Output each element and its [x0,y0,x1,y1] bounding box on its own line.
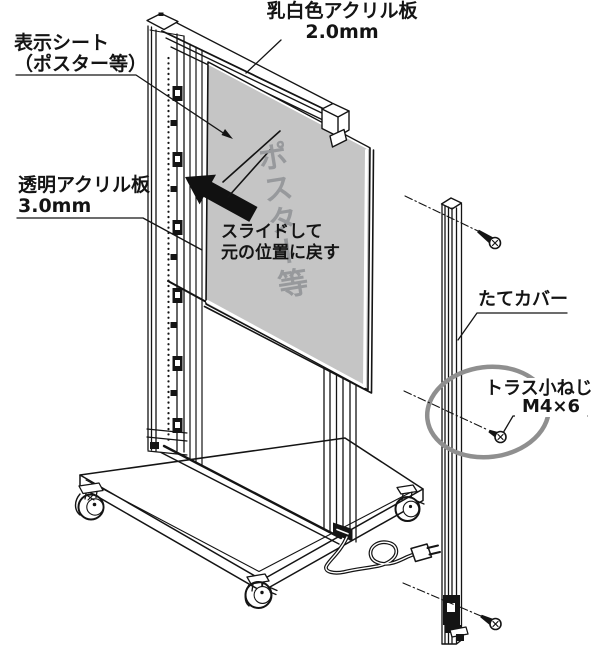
motion-lines [222,130,281,198]
label-slide-note: スライドして 元の位置に戻す [221,222,340,264]
base-platform [79,437,424,593]
screw-axes [402,195,489,617]
label-slide-note-line2: 元の位置に戻す [221,243,340,263]
frame-right-stile [323,366,357,543]
label-display-sheet: 表示シート （ポスター等） [14,33,147,75]
label-clear-acrylic-line2: 3.0mm [18,195,92,217]
power-plug [410,543,441,563]
slide-rail [146,25,188,456]
frame-top-edge [161,30,327,111]
label-clear-acrylic-line1: 透明アクリル板 [18,174,151,196]
label-truss-screw-size: M4×6 [515,396,587,417]
label-slide-note-line1: スライドして [221,222,323,242]
truss-screw-top [477,229,502,250]
power-cable [324,535,441,575]
truss-screw-bottom [480,614,502,631]
label-vertical-cover: たてカバー [478,289,568,310]
label-clear-acrylic: 透明アクリル板 3.0mm [18,175,150,217]
leader-clear-acrylic [16,217,203,251]
cover-bottom-bracket [443,595,469,641]
panel-thickness-edge [203,149,375,394]
frame-bottom-edge [162,444,343,540]
label-truss-screw: トラス小ねじ [483,378,595,399]
label-display-sheet-line1: 表示シート [14,32,110,54]
clear-acrylic-sheet [189,43,203,466]
leader-milky-acrylic [245,39,282,74]
caster-right [394,484,425,522]
label-milky-acrylic: 乳白色アクリル板 2.0mm [262,1,422,43]
leader-display-sheet [15,74,225,135]
caster-left [74,482,105,521]
leader-arrowhead [221,129,233,139]
frame-corner-cap [321,102,350,148]
label-milky-acrylic-line2: 2.0mm [305,21,379,43]
vertical-cover-bar [440,197,469,645]
slide-arrow [185,174,258,222]
label-milky-acrylic-line1: 乳白色アクリル板 [266,0,418,22]
label-display-sheet-line2: （ポスター等） [14,53,148,75]
truss-screw-middle [488,429,507,444]
leader-vertical-cover [457,312,568,341]
caster-front [244,573,278,609]
